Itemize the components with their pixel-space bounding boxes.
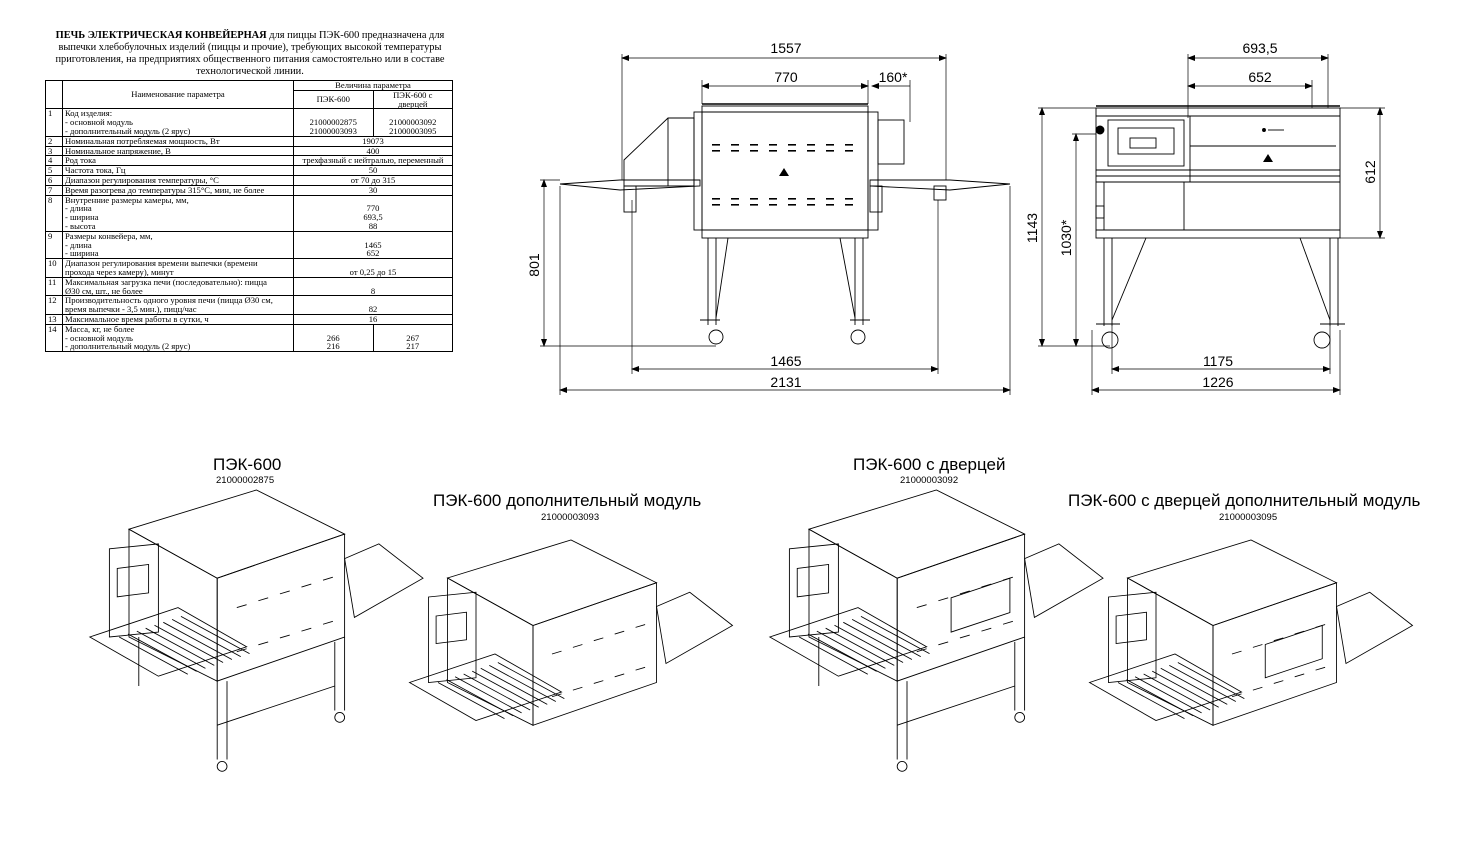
dim-front-chamber: 770 (774, 69, 798, 85)
dim-front-conveyor: 1465 (770, 353, 801, 369)
spec-cell-value-merged: 770 693,5 88 (293, 194, 453, 232)
spec-cell-value-merged: от 0,25 до 15 (293, 258, 453, 278)
side-dimensions (1038, 54, 1385, 395)
model-1-code: 21000002875 (216, 475, 275, 486)
spec-cell-value-2: 21000003092 21000003095 (372, 108, 453, 137)
dim-side-height-conv: 1030* (1058, 219, 1074, 256)
spec-cell-name: Диапазон регулирования времени выпечки (… (62, 258, 294, 278)
side-view (1095, 105, 1345, 349)
isometric-views (88, 489, 1414, 772)
spec-cell-value-2: 267 217 (372, 323, 453, 353)
oven-isometric (1088, 539, 1414, 726)
th-value: Величина параметра (293, 80, 453, 91)
model-3-title: ПЭК-600 с дверцей (853, 455, 1006, 474)
dim-side-top-outer: 693,5 (1242, 40, 1277, 56)
dim-front-height: 801 (526, 253, 542, 277)
dim-side-bottom-outer: 1226 (1202, 374, 1233, 390)
spec-cell-num: 10 (45, 258, 63, 278)
spec-cell-num: 1 (45, 108, 63, 137)
front-view-dots (712, 144, 853, 206)
intro-bold: ПЕЧЬ ЭЛЕКТРИЧЕСКАЯ КОНВЕЙЕРНАЯ (55, 30, 267, 41)
spec-cell-name: Внутренние размеры камеры, мм, - длина -… (62, 194, 294, 232)
front-view (559, 103, 1011, 345)
model-3-code: 21000003092 (900, 475, 959, 486)
spec-table: Наименование параметра Величина параметр… (45, 79, 453, 353)
intro-rest: для пиццы ПЭК-600 предназначена для выпе… (55, 30, 445, 77)
dim-front-overall-bottom: 2131 (770, 374, 801, 390)
spec-cell-value-merged: 1465 652 (293, 230, 453, 260)
front-dimension-labels: 1557 770 160* 801 1465 2131 (526, 40, 908, 390)
intro-text: ПЕЧЬ ЭЛЕКТРИЧЕСКАЯ КОНВЕЙЕРНАЯ для пиццы… (45, 30, 455, 78)
dim-side-top-inner: 652 (1248, 69, 1272, 85)
oven-isometric (768, 489, 1104, 772)
spec-cell-name: Код изделия: - основной модуль - дополни… (62, 108, 294, 137)
dim-side-top-height: 612 (1362, 160, 1378, 184)
front-dimensions (540, 54, 1011, 395)
oven-isometric (88, 489, 424, 772)
spec-cell-name: Размеры конвейера, мм, - длина - ширина (62, 230, 294, 260)
spec-cell-value-merged: 8 (293, 276, 453, 297)
dim-front-side: 160* (879, 69, 908, 85)
dim-front-overall-top: 1557 (770, 40, 801, 56)
model-1-title: ПЭК-600 (213, 455, 282, 474)
dim-side-bottom-inner: 1175 (1203, 353, 1233, 369)
model-2-title: ПЭК-600 дополнительный модуль (433, 491, 702, 510)
oven-isometric (408, 539, 734, 726)
model-4-title: ПЭК-600 с дверцей дополнительный модуль (1068, 491, 1421, 510)
spec-cell-name: Масса, кг, не более - основной модуль - … (62, 323, 294, 353)
model-4-code: 21000003095 (1219, 512, 1278, 523)
side-dimension-labels: 693,5 652 1143 1030* 612 1175 1226 (1024, 40, 1378, 390)
dim-side-height-total: 1143 (1024, 213, 1040, 243)
model-2-code: 21000003093 (541, 512, 600, 523)
